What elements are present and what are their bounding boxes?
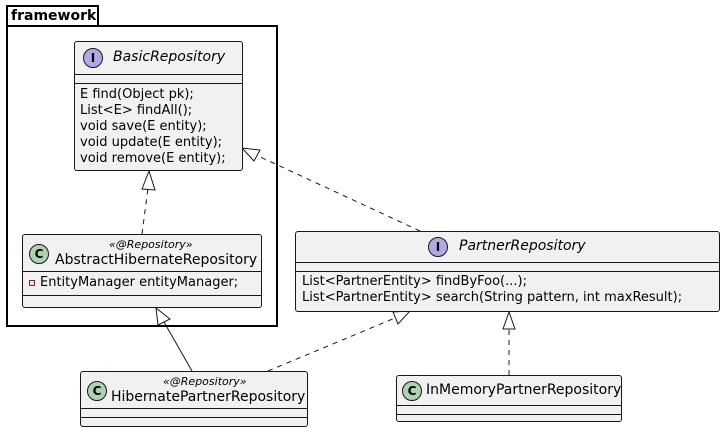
method: List<PartnerEntity> findByFoo(...); (302, 274, 527, 289)
fields-compartment: EntityManager entityManager; (23, 272, 261, 296)
class-in-memory-partner-repository[interactable]: C InMemoryPartnerRepository (396, 375, 622, 422)
arrowhead-partner-to-basic (240, 147, 261, 162)
class-header: C «@Repository» AbstractHibernateReposit… (23, 235, 261, 272)
class-header: I PartnerRepository (296, 232, 719, 263)
class-header: I BasicRepository (75, 42, 242, 75)
class-abstract-hibernate-repository[interactable]: C «@Repository» AbstractHibernateReposit… (22, 234, 262, 308)
method: void remove(E entity); (80, 151, 226, 166)
class-header: C «@Repository» HibernatePartnerReposito… (81, 372, 307, 409)
class-name: InMemoryPartnerRepository (426, 382, 622, 398)
methods-compartment: E find(Object pk); List<E> findAll(); vo… (75, 84, 242, 170)
interface-badge-icon: I (428, 237, 448, 257)
edge-partner-to-basic (255, 154, 421, 232)
field-text: EntityManager entityManager; (40, 275, 239, 290)
fields-compartment (397, 406, 621, 415)
class-name: PartnerRepository (459, 238, 586, 254)
methods-compartment (81, 418, 307, 426)
class-partner-repository[interactable]: I PartnerRepository List<PartnerEntity> … (295, 231, 720, 312)
fields-compartment (75, 75, 242, 84)
arrowhead-hibernate-to-abstract (155, 306, 171, 326)
class-badge-icon: C (87, 381, 107, 401)
method: List<E> findAll(); (80, 103, 193, 118)
class-basic-repository[interactable]: I BasicRepository E find(Object pk); Lis… (74, 41, 243, 171)
class-badge-icon: C (29, 244, 49, 264)
arrowhead-abstract-to-basic (141, 169, 156, 191)
stereotype: «@Repository» (109, 238, 193, 251)
package-framework (6, 25, 278, 327)
class-name: BasicRepository (113, 49, 226, 65)
arrowhead-hibernate-to-partner (392, 310, 412, 325)
edge-abstract-to-basic (141, 187, 149, 235)
arrowhead-inmemory-to-partner (502, 310, 516, 330)
field: EntityManager entityManager; (29, 275, 255, 291)
class-hibernate-partner-repository[interactable]: C «@Repository» HibernatePartnerReposito… (80, 371, 308, 427)
stereotype: «@Repository» (163, 375, 247, 388)
edge-hibernate-to-abstract (163, 321, 193, 372)
package-tab: framework (6, 5, 99, 26)
method: void save(E entity); (80, 119, 207, 134)
methods-compartment (23, 296, 261, 304)
fields-compartment (296, 263, 719, 272)
interface-badge-icon: I (83, 48, 103, 68)
private-visibility-icon (29, 279, 35, 286)
class-name: HibernatePartnerRepository (111, 389, 306, 405)
methods-compartment (397, 415, 621, 422)
class-header: C InMemoryPartnerRepository (397, 376, 621, 406)
class-badge-icon: C (402, 381, 422, 401)
package-name: framework (11, 8, 97, 24)
edge-hibernate-to-partner (267, 317, 396, 372)
class-name: AbstractHibernateRepository (55, 252, 258, 268)
methods-compartment: List<PartnerEntity> findByFoo(...); List… (296, 272, 719, 308)
method: List<PartnerEntity> search(String patter… (302, 290, 683, 305)
fields-compartment (81, 409, 307, 418)
method: E find(Object pk); (80, 87, 194, 102)
method: void update(E entity); (80, 135, 223, 150)
